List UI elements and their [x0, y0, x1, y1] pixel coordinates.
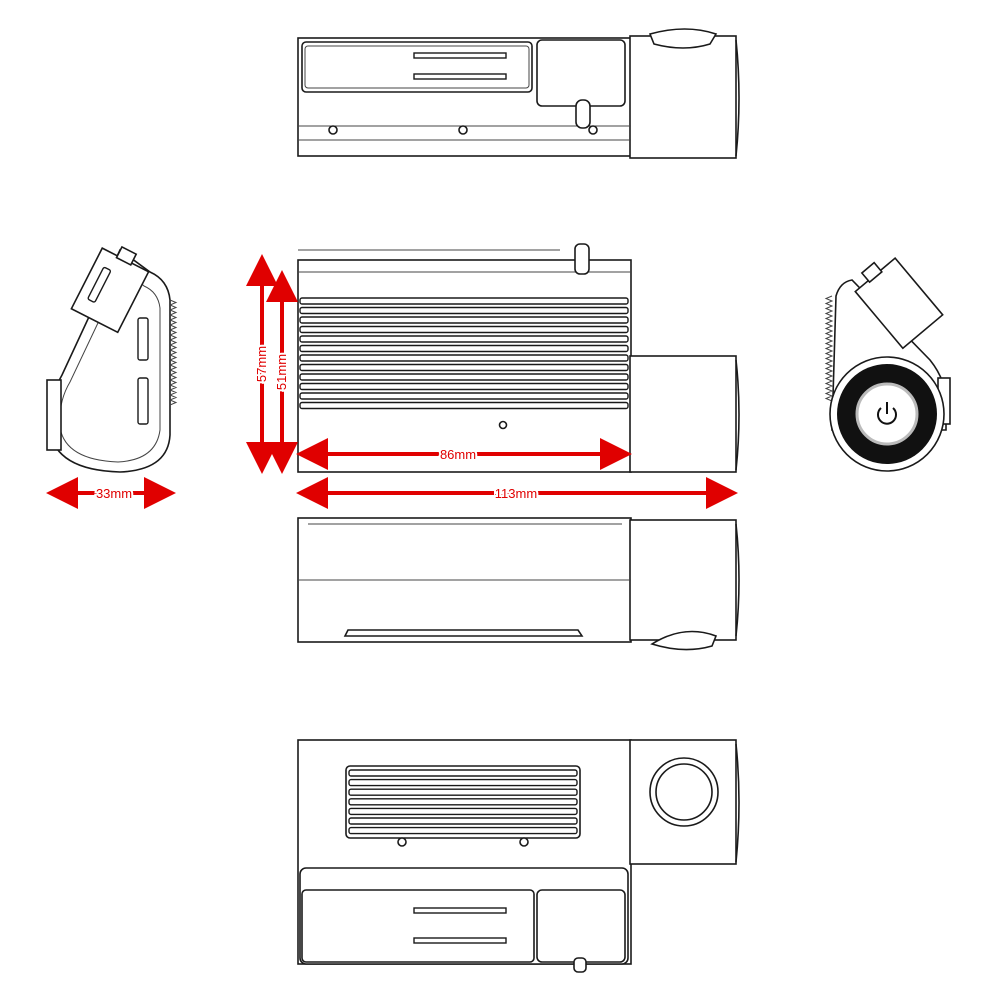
front-grille-fin	[299, 316, 629, 324]
dimension-label-86: 86mm	[440, 447, 476, 462]
left-side-view	[46, 245, 178, 473]
rear-grille-fin	[348, 778, 578, 787]
grip-teeth	[824, 295, 834, 402]
rear-grille	[345, 765, 581, 839]
dimension-label-57: 57mm	[254, 346, 269, 382]
dimension-length-body: 86mm	[296, 438, 632, 470]
rear-view	[297, 739, 740, 973]
front-grille-fin	[299, 392, 629, 400]
dimension-label-33: 33mm	[96, 486, 132, 501]
right-side-view	[824, 257, 951, 472]
dimension-height-inner: 51mm	[266, 270, 298, 474]
left-side-teeth	[168, 299, 178, 406]
front-grille-fin	[299, 401, 629, 410]
top-view	[297, 28, 740, 159]
front-grille-fin	[299, 363, 629, 372]
front-grille-fin	[299, 306, 629, 315]
grip-teeth	[168, 299, 178, 406]
front-grille-fin	[299, 382, 629, 391]
rear-grille-fin	[348, 807, 578, 816]
front-grille	[299, 297, 629, 410]
dimension-label-113: 113mm	[495, 486, 537, 501]
rear-grille-fin	[348, 769, 578, 777]
front-view	[297, 243, 740, 473]
right-side-teeth	[824, 295, 834, 402]
dimension-label-51: 51mm	[274, 354, 289, 390]
rear-grille-fin	[348, 798, 578, 806]
front-grille-fin	[299, 325, 629, 334]
power-icon	[877, 402, 897, 425]
rear-grille-fin	[348, 826, 578, 835]
front-grille-fin	[299, 297, 629, 305]
front-grille-fin	[299, 335, 629, 343]
dimension-length-total: 113mm	[296, 477, 738, 509]
front-grille-fin	[299, 373, 629, 381]
dimension-height-outer: 57mm	[246, 254, 278, 474]
front-grille-fin	[299, 344, 629, 353]
dimension-depth: 33mm	[46, 477, 176, 509]
underside-view	[297, 517, 740, 651]
rear-grille-fin	[348, 788, 578, 796]
front-grille-fin	[299, 354, 629, 362]
rear-grille-fin	[348, 817, 578, 825]
